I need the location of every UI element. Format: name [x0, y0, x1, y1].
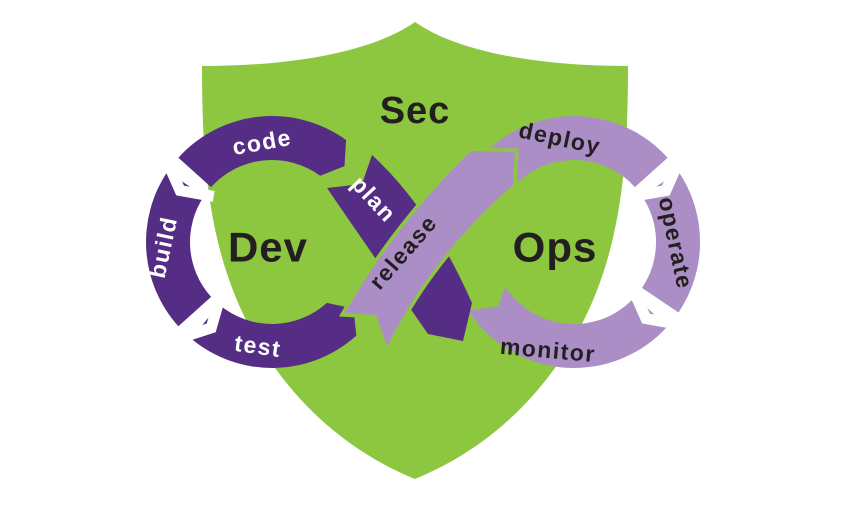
build-test-chevron-gap: [177, 293, 226, 344]
dev-label: Dev: [228, 224, 308, 271]
release-band: [338, 147, 519, 356]
test-arc: [191, 302, 357, 368]
dev-loop: [146, 116, 357, 368]
build-arc: [146, 171, 212, 327]
monitor-arc: [468, 286, 668, 368]
sec-label: Sec: [380, 90, 451, 132]
test-stage-label: test: [233, 330, 283, 362]
ops-loop: [468, 116, 701, 368]
deploy-arc: [488, 116, 668, 188]
code-arc: [178, 116, 347, 188]
operate-arc: [642, 171, 701, 313]
ops-label: Ops: [513, 224, 598, 271]
deploy-operate-chevron-gap: [631, 157, 685, 202]
code-build-chevron-gap: [161, 157, 215, 202]
operate-monitor-chevron-gap: [627, 285, 681, 330]
